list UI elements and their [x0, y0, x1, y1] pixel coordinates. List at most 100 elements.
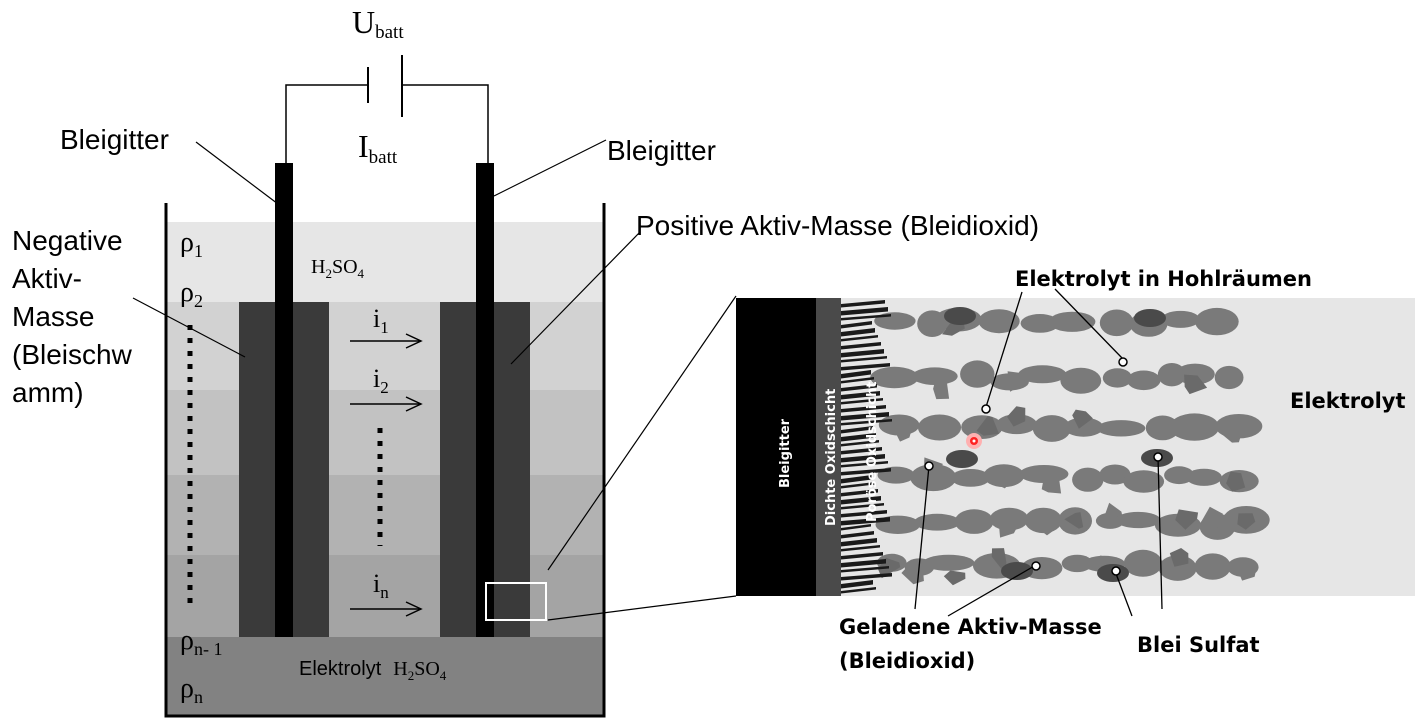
active-mass-particle [914, 513, 961, 531]
active-mass-particle [1195, 307, 1239, 336]
porous-oxide-strand [841, 447, 882, 455]
lead-sulfate-inclusion [1001, 562, 1033, 580]
porous-oxide-strand [841, 307, 888, 316]
zoom-pointer-circles [924, 357, 1163, 576]
porous-oxide-strand [841, 321, 872, 329]
active-mass-fragment [1200, 506, 1223, 530]
porous-oxide-strand [841, 587, 876, 594]
active-mass-fragment [1186, 418, 1210, 439]
porous-oxide-strand [841, 503, 884, 510]
active-mass-particle [1032, 415, 1071, 442]
active-mass-particle [1123, 470, 1165, 493]
porous-oxide-strand [841, 496, 881, 505]
porous-oxide-strand [841, 510, 887, 518]
porous-oxide-strand [841, 419, 892, 426]
active-mass-particle [1161, 310, 1200, 328]
porous-oxide-strand [841, 349, 884, 358]
active-mass-particle [1126, 370, 1161, 391]
active-mass-particle [1072, 467, 1104, 492]
current-arrow-2 [350, 396, 423, 412]
porous-oxide-strand [841, 342, 881, 350]
rho-n1-label: ρn- 1 [180, 625, 222, 659]
porous-oxide-strand [841, 314, 891, 321]
active-mass-particle [1115, 511, 1161, 529]
porous-oxide-strand [841, 412, 889, 421]
dense-oxide-label: Dichte Oxidschicht [824, 389, 839, 526]
active-mass-particle [1123, 549, 1163, 577]
rho-n-label: ρn [180, 673, 203, 707]
porous-oxide-strand [841, 440, 879, 447]
active-mass-particle [1214, 365, 1244, 390]
active-mass-particle [923, 554, 975, 571]
active-mass-particle [960, 360, 995, 388]
bleigitter-label-right: Bleigitter [607, 135, 716, 166]
zoom-line-top [547, 295, 737, 571]
porous-oxide-strand [841, 517, 890, 526]
positive-mass-label: Positive Aktiv-Masse (Bleidioxid) [636, 210, 1039, 241]
dense-oxide-layer [816, 298, 841, 596]
active-mass-particle [954, 509, 994, 534]
porous-oxide-strand [841, 531, 874, 539]
density-layer-3 [166, 390, 604, 475]
porous-oxide-strand [841, 538, 877, 547]
density-layer-2 [166, 302, 604, 390]
active-mass-fragment [1237, 562, 1257, 581]
active-mass-fragment [1184, 374, 1208, 395]
active-mass-fragment [943, 570, 966, 586]
geladene-mass-label: Geladene Aktiv-Masse (Bleidioxid) [839, 615, 1109, 673]
current-in-label: in [373, 569, 389, 602]
porous-oxide-strand [841, 433, 876, 442]
active-mass-particle [1063, 417, 1104, 437]
active-mass-particle [978, 309, 1020, 334]
bleigitter-zoom-label: Bleigitter [778, 418, 793, 488]
active-mass-fragment [1169, 548, 1189, 567]
i-batt-label: Ibatt [358, 128, 398, 168]
active-mass-particle [1099, 309, 1134, 337]
porous-oxide-layer [841, 300, 892, 594]
negative-mass-label: Negative Aktiv- Masse (Bleischw amm) [12, 225, 140, 408]
lead-grid-zoom [736, 298, 816, 596]
tank [164, 203, 606, 718]
hohlraeume-label: Elektrolyt in Hohlräumen [1015, 267, 1312, 291]
porous-oxide-strand [841, 405, 886, 413]
rho-2-label: ρ2 [180, 277, 203, 311]
porous-oxide-strand [841, 384, 877, 392]
porous-oxide-strand [841, 426, 873, 434]
active-mass-fragment [1175, 509, 1199, 530]
active-mass-fragment [1237, 513, 1256, 530]
elektrolyt-zoom-label: Elektrolyt [1290, 389, 1406, 413]
zoom-source-box [485, 582, 547, 621]
active-mass-particle [1186, 468, 1222, 486]
lead-grid-right [476, 163, 494, 637]
lead-sulfate-inclusion [946, 450, 978, 468]
porous-oxide-strand [841, 475, 872, 484]
porous-oxide-label: Poröse Oxidschicht [865, 382, 880, 522]
density-layer-4 [166, 475, 604, 555]
porous-oxide-strand [841, 391, 880, 400]
porous-oxide-strand [841, 524, 871, 531]
active-mass-particle [870, 366, 919, 389]
bleigitter-label-left: Bleigitter [60, 124, 169, 155]
porous-oxide-strand [841, 398, 883, 405]
porous-oxide-strand [841, 328, 875, 337]
active-mass-fragment [1220, 425, 1244, 443]
active-mass-fragment [997, 469, 1015, 489]
active-mass-fragment [1036, 511, 1056, 536]
current-i1-label: i1 [373, 304, 389, 337]
active-mass-particle [1048, 311, 1096, 332]
porous-oxide-strand [841, 356, 887, 363]
highlight-marker-center [972, 439, 976, 443]
blei-sulfat-label: Blei Sulfat [1137, 633, 1260, 657]
active-mass-particle [1164, 466, 1195, 485]
active-mass-particle [1102, 368, 1132, 388]
external-circuit [285, 84, 489, 163]
active-mass-fragment [891, 416, 914, 442]
active-mass-particle [1145, 415, 1180, 441]
active-mass-particles [870, 307, 1270, 586]
active-mass-fragment [933, 379, 950, 400]
active-mass-particle [917, 414, 962, 441]
active-mass-particle [951, 469, 991, 487]
active-mass-particle [1060, 367, 1102, 394]
porous-oxide-strand [841, 454, 885, 463]
